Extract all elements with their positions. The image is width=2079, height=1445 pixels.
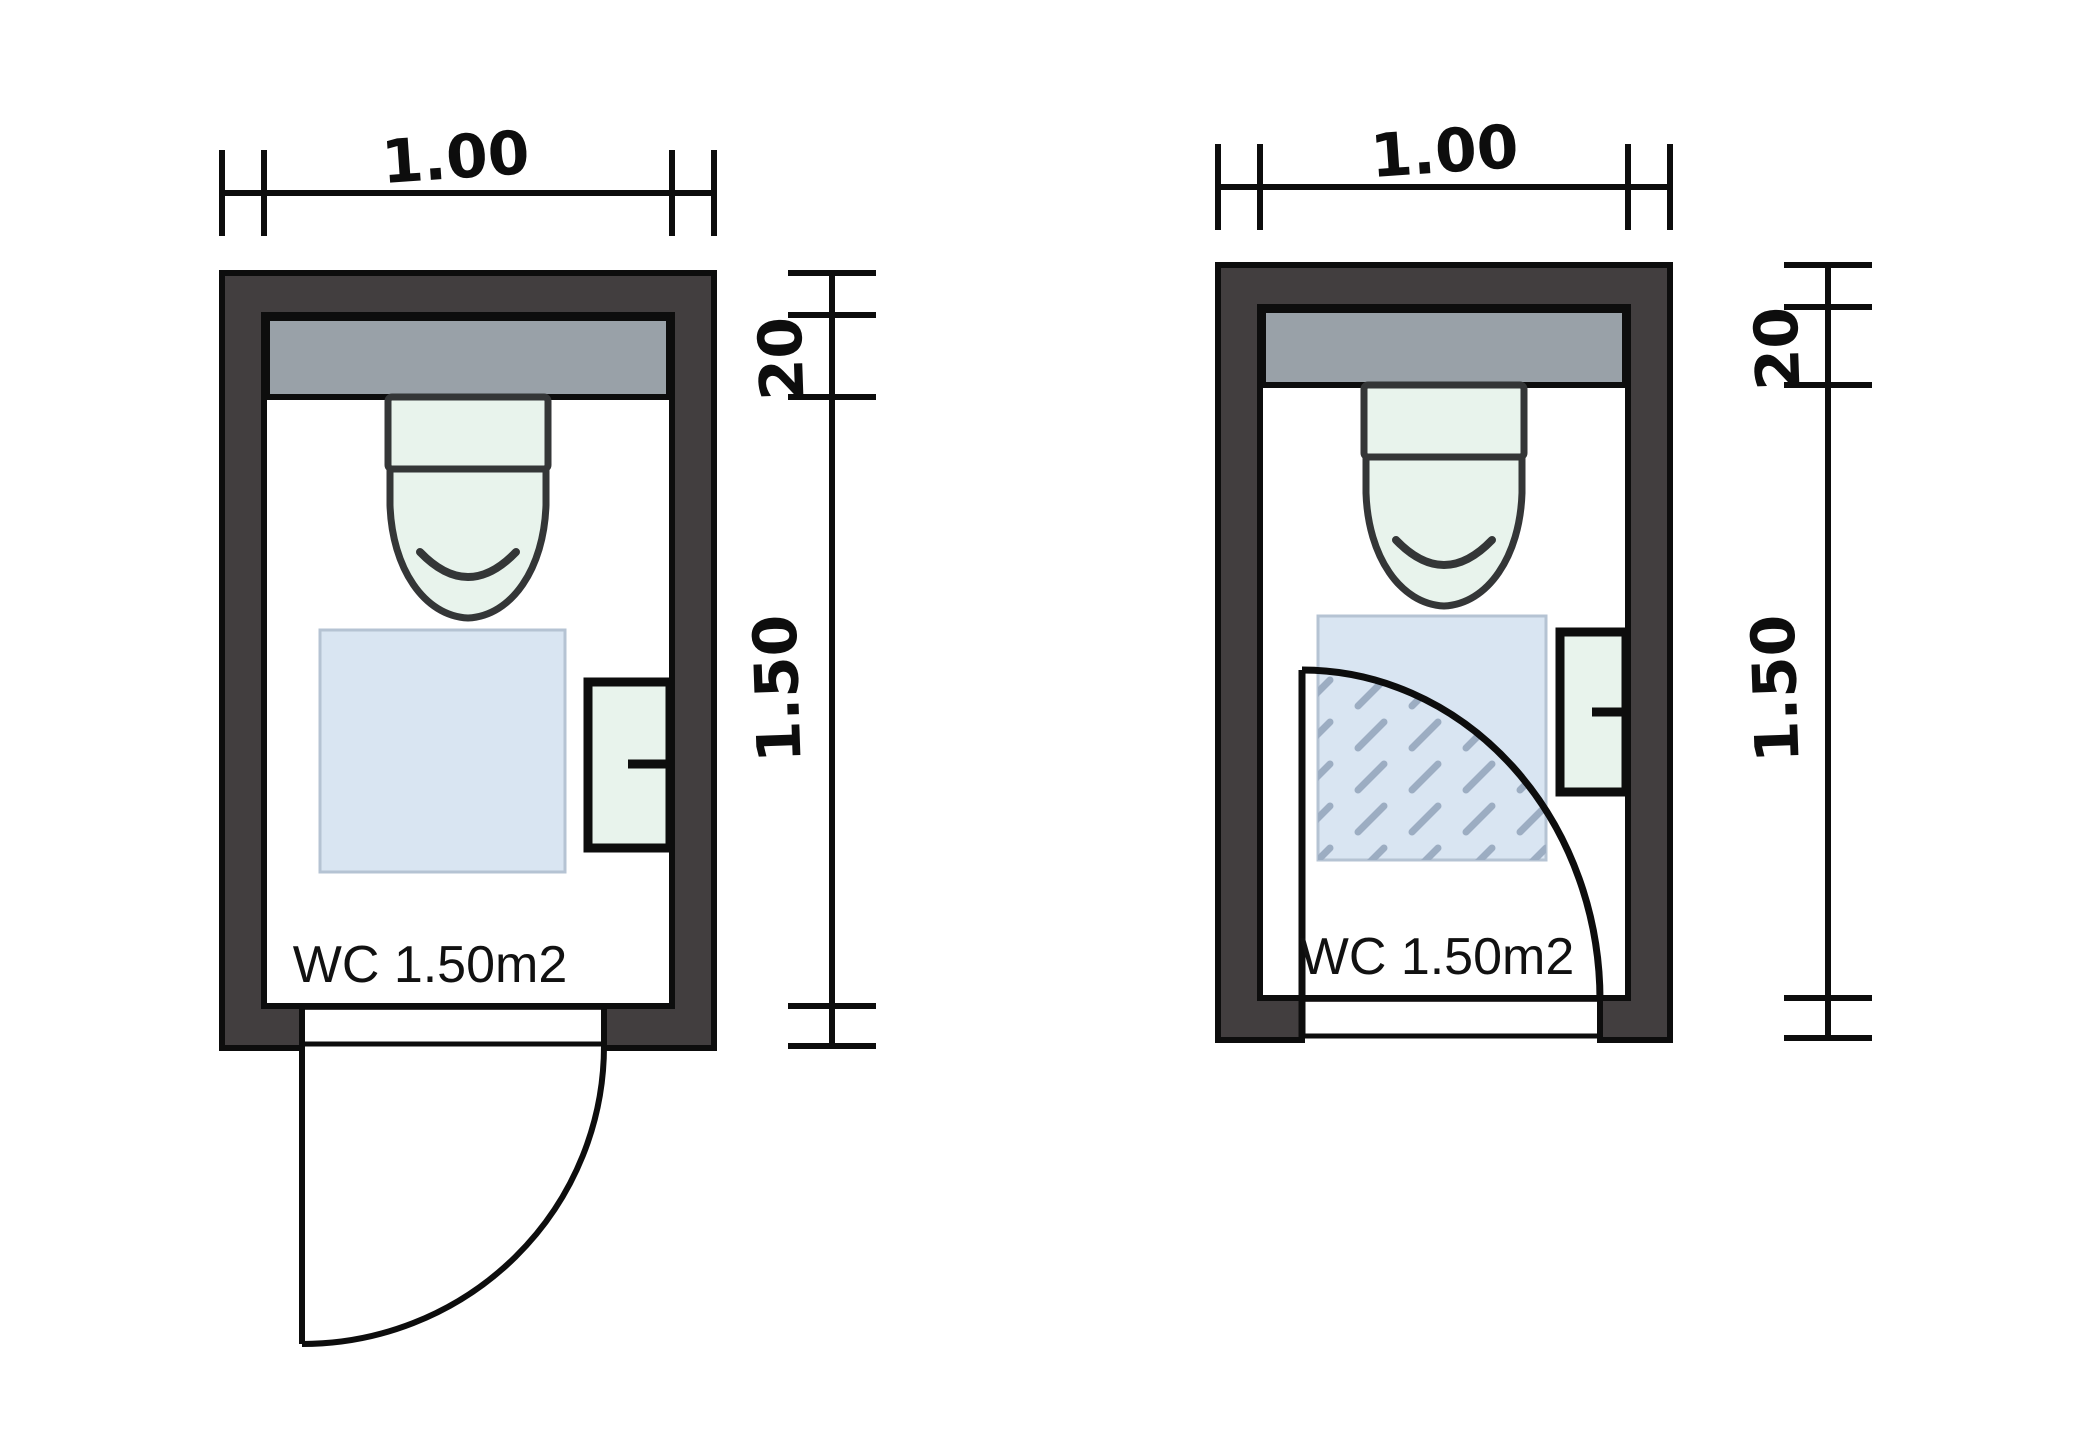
dim-width: 1.00: [1215, 112, 1673, 230]
dim-width-label: 1.00: [1368, 112, 1521, 192]
plan-inward-swing: WC 1.50m2 1.00 20 1.50: [1215, 112, 1872, 1044]
cistern-shelf: [1260, 307, 1628, 388]
toilet-tank: [1360, 381, 1528, 461]
toilet-icon: [1360, 381, 1528, 610]
dim-width-label: 1.00: [379, 118, 532, 198]
dim-depth-label: 1.50: [740, 613, 815, 763]
toilet-icon: [384, 393, 552, 622]
dim-depth-label: 1.50: [1738, 613, 1813, 763]
room-label: WC 1.50m2: [1300, 928, 1575, 986]
toilet-bowl: [386, 465, 550, 622]
door-swing-arc: [301, 1045, 607, 1347]
dim-wall-zone-label: 20: [746, 316, 819, 402]
door-swing-arc: [1301, 666, 1604, 1001]
dim-depth-chain: 20 1.50: [740, 270, 876, 1049]
cistern-shelf: [264, 315, 672, 400]
toilet-tank: [384, 393, 552, 473]
toilet-seat-curve: [416, 548, 520, 581]
room-label: WC 1.50m2: [293, 936, 568, 994]
sink-icon: [583, 677, 675, 853]
dim-width: 1.00: [219, 118, 717, 236]
plan-outward-swing: WC 1.50m2 1.00 20 1.50: [219, 118, 876, 1347]
toilet-seat-curve: [1392, 536, 1496, 569]
dim-depth-chain: 20 1.50: [1738, 262, 1872, 1041]
toilet-bowl: [1362, 453, 1526, 610]
clearance-zone: [318, 628, 567, 874]
dim-wall-zone-label: 20: [1742, 306, 1815, 392]
sink-icon: [1555, 627, 1631, 797]
